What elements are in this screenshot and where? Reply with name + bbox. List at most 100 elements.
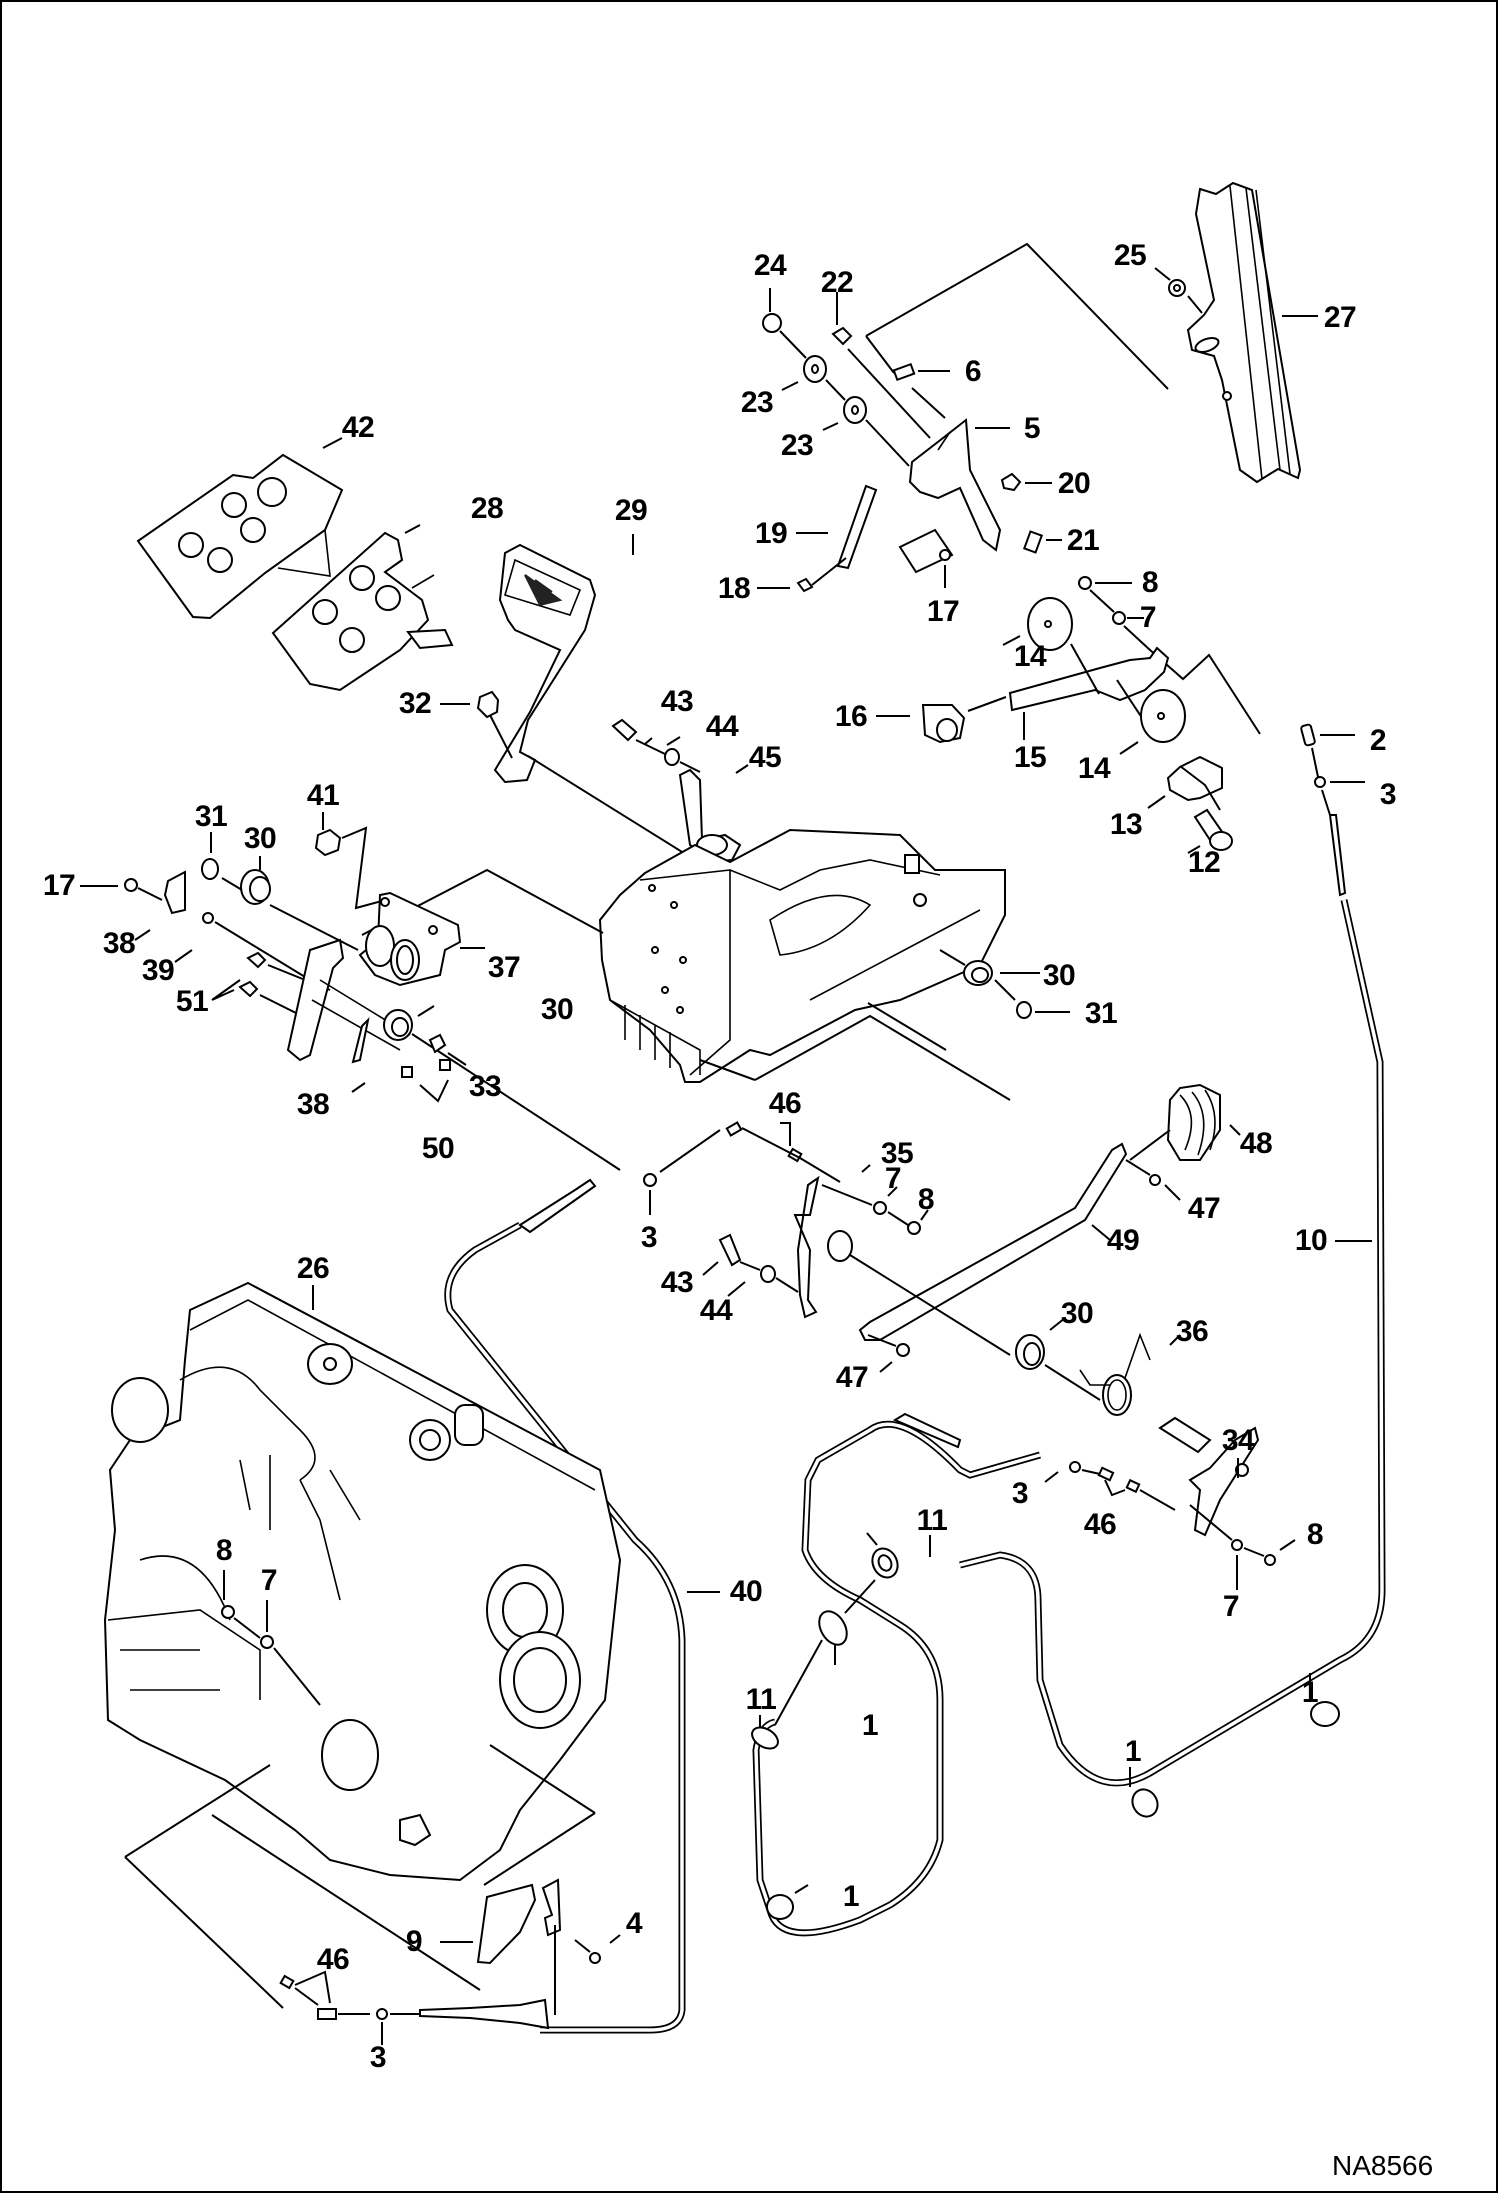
callout-39: 39 (141, 954, 175, 987)
callout-7c: 7 (1222, 1590, 1240, 1623)
callout-5: 5 (1023, 412, 1041, 445)
callout-28: 28 (470, 492, 504, 525)
callout-11b: 11 (745, 1683, 777, 1716)
leader-39 (174, 921, 311, 981)
nut-8a (1078, 576, 1092, 590)
lever-shaft-34 (1158, 1416, 1260, 1537)
cable-end-2 (1300, 723, 1316, 747)
ball-joint-46c (279, 1974, 337, 2020)
callout-46a: 46 (768, 1087, 802, 1120)
washer-7b (873, 1201, 887, 1215)
grommet-11b (751, 1726, 779, 1750)
bolt-20 (1000, 472, 1022, 492)
callout-1b: 1 (861, 1709, 879, 1742)
leader-41 (322, 812, 383, 910)
cable-fitting-10 (1328, 814, 1347, 897)
friction-disc-14a (1027, 597, 1073, 651)
callout-30d: 30 (1060, 1297, 1094, 1330)
cable-tie-1b (818, 1610, 848, 1646)
clip-38b (351, 1016, 370, 1064)
nut-25 (1168, 279, 1186, 297)
leader-46a (741, 1122, 841, 1183)
cable-core-10 (1311, 747, 1331, 816)
callout-8c: 8 (1306, 1518, 1324, 1551)
callout-6: 6 (964, 355, 982, 388)
cable-40-upper[interactable] (752, 1420, 1041, 1937)
nuts-50 (401, 1059, 451, 1078)
leader-9 (440, 1925, 556, 2015)
callout-37: 37 (487, 951, 521, 984)
bracket-5 (908, 418, 1002, 552)
callout-16: 16 (834, 700, 868, 733)
pedal-pad-28 (271, 531, 454, 692)
callout-12: 12 (1187, 846, 1221, 879)
callout-47a: 47 (1187, 1192, 1221, 1225)
link-19 (836, 484, 878, 570)
leader-46c (294, 1970, 370, 2015)
leader-28 (404, 524, 421, 534)
cable-tie-1a (1310, 1701, 1340, 1727)
nut-8c (1264, 1554, 1276, 1566)
washer-23b (843, 396, 867, 424)
rod-49 (858, 1142, 1128, 1341)
assembly-leader-engine (124, 1744, 596, 2009)
spring-36 (1079, 1332, 1151, 1416)
leaders-30-31 (939, 949, 1070, 1013)
cable-fitting-40-top (518, 1178, 597, 1234)
pedal-housing (598, 828, 1006, 1083)
callout-48: 48 (1239, 1127, 1273, 1160)
pivot-bolt-12 (1193, 808, 1233, 851)
bellcrank-35 (793, 1175, 853, 1319)
leader-30b (411, 1005, 621, 1171)
washer-7d (260, 1635, 274, 1649)
bolt-43a (611, 718, 638, 742)
callout-47b: 47 (835, 1361, 869, 1394)
leader-11a (866, 1532, 931, 1557)
leader-38b (351, 1082, 366, 1093)
assembly-leader-housing (361, 868, 1011, 1101)
callout-17b: 17 (42, 869, 76, 902)
leader-44a (635, 736, 701, 773)
leader-36 (1169, 1334, 1181, 1346)
leader-35 (861, 1164, 871, 1173)
pedal-pad-42 (136, 453, 344, 620)
callout-30a: 30 (243, 822, 277, 855)
grommet-11a (871, 1547, 899, 1579)
snap-ring-31b (1016, 1001, 1032, 1019)
callout-7a: 7 (1139, 601, 1157, 634)
nut-4 (589, 1952, 601, 1964)
clip-38a (163, 870, 186, 915)
leader-33 (447, 1052, 467, 1066)
callout-51: 51 (175, 985, 209, 1018)
leader-51 (211, 964, 331, 1021)
leader-30a (221, 856, 359, 951)
callout-1c: 1 (1124, 1735, 1142, 1768)
drawing-number: NA8566 (1332, 2150, 1434, 2181)
cable-fitting-40 (892, 1412, 962, 1449)
axis-lines-bracket (779, 330, 946, 467)
nut-3d (376, 2008, 388, 2020)
callout-15: 15 (1013, 741, 1047, 774)
leader-3c (1044, 1471, 1059, 1483)
leader-50 (419, 1079, 449, 1103)
callout-29: 29 (614, 494, 648, 527)
callout-2: 2 (1369, 724, 1387, 757)
callout-36: 36 (1175, 1315, 1209, 1348)
callout-11a: 11 (916, 1504, 948, 1537)
callout-27: 27 (1323, 301, 1357, 334)
callout-14b: 14 (1077, 752, 1111, 785)
callout-40: 40 (729, 1575, 763, 1608)
leader-1d (794, 1884, 809, 1894)
callout-24: 24 (753, 249, 787, 282)
leader-18 (757, 557, 847, 589)
leader-42 (322, 437, 343, 449)
callout-3a: 3 (1379, 778, 1397, 811)
cable-tie-1c (1131, 1788, 1159, 1818)
snap-ring-31a (201, 858, 219, 880)
bolt-33 (428, 1033, 447, 1054)
washer-7a (1112, 611, 1126, 625)
bolt-41 (314, 828, 342, 857)
callout-44b: 44 (699, 1294, 733, 1327)
callout-31b: 31 (1084, 997, 1118, 1030)
leader-12 (1187, 845, 1201, 854)
